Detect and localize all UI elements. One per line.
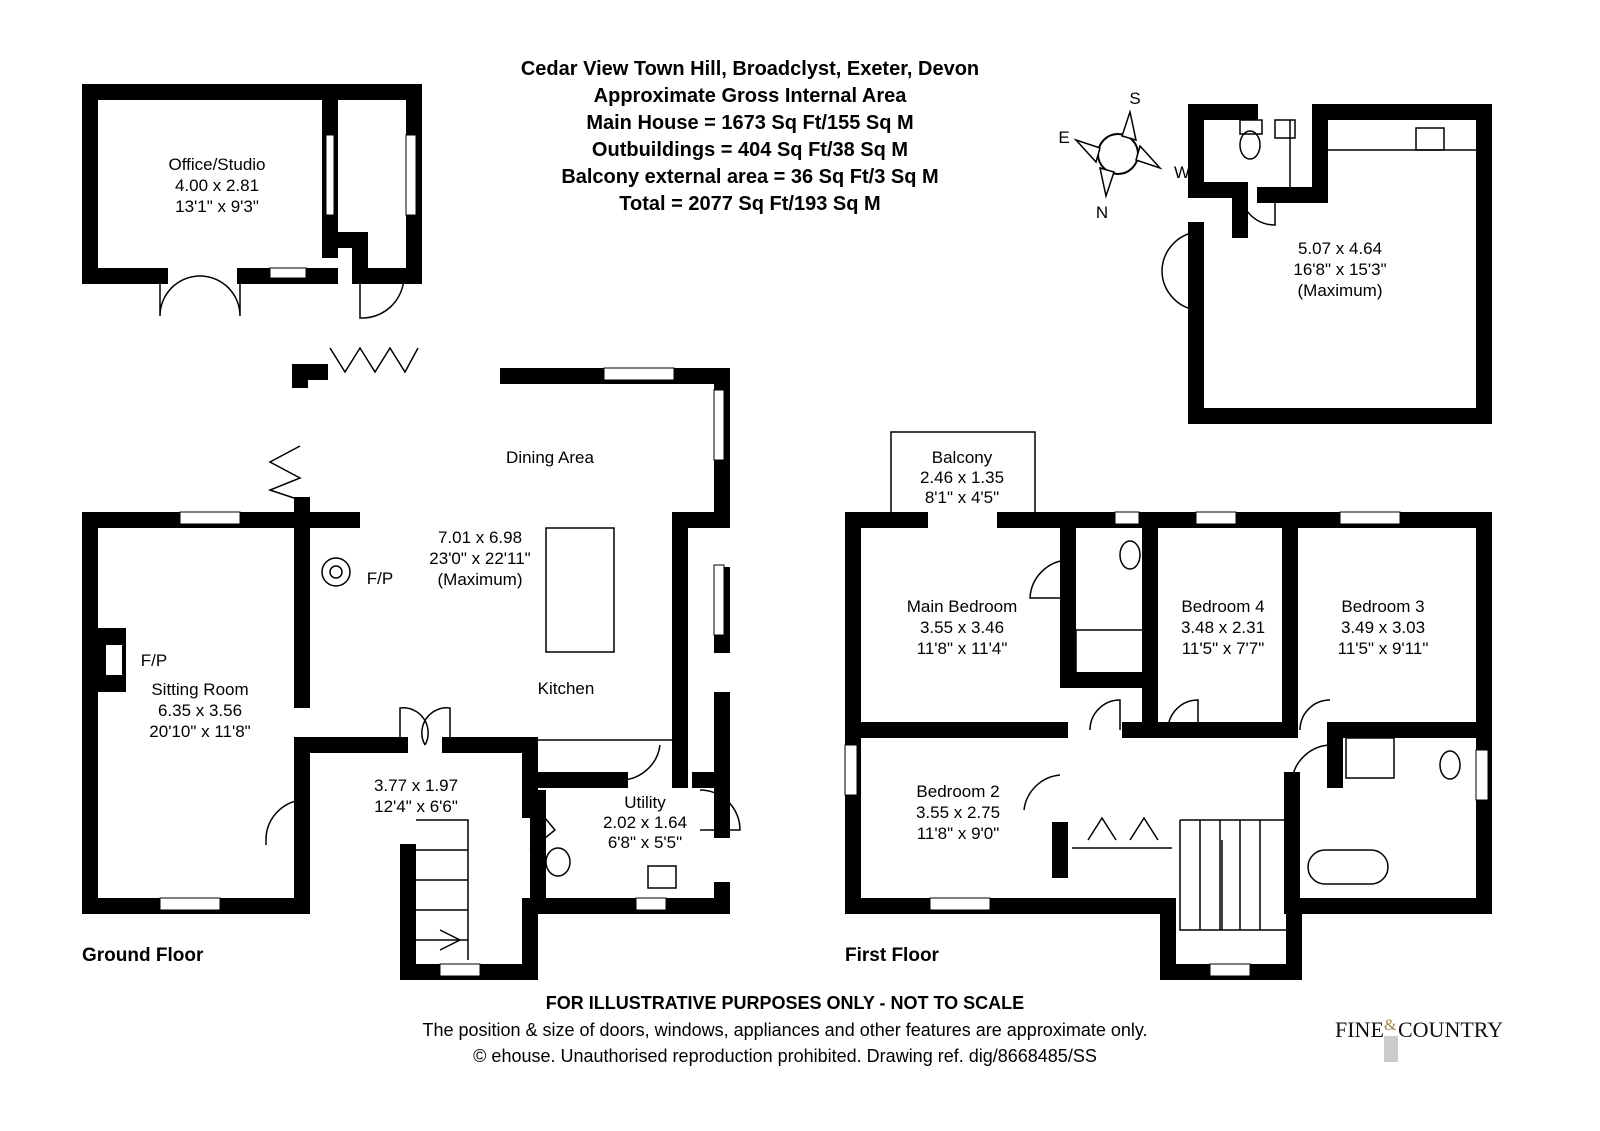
fine-country-logo: FINE & COUNTRY bbox=[1335, 1017, 1503, 1062]
room-dims-imperial: 6'8" x 5'5" bbox=[608, 833, 682, 852]
svg-text:COUNTRY: COUNTRY bbox=[1398, 1017, 1503, 1042]
room-name: Balcony bbox=[932, 448, 993, 467]
room-note: (Maximum) bbox=[438, 570, 523, 589]
ground-floor-plan: Dining Area 7.01 x 6.98 23'0" x 22'11" (… bbox=[82, 346, 741, 980]
area-line: Total = 2077 Sq Ft/193 Sq M bbox=[619, 193, 880, 215]
room-dims-imperial: 11'8" x 11'4" bbox=[917, 639, 1008, 658]
disclaimer-note: The position & size of doors, windows, a… bbox=[422, 1020, 1147, 1040]
room-note: (Maximum) bbox=[1298, 281, 1383, 300]
header: Cedar View Town Hill, Broadclyst, Exeter… bbox=[521, 58, 979, 215]
garden-room-outbuilding: 5.07 x 4.64 16'8" x 15'3" (Maximum) bbox=[1161, 104, 1492, 424]
room-dims-metric: 7.01 x 6.98 bbox=[438, 528, 522, 547]
room-dims-metric: 4.00 x 2.81 bbox=[175, 176, 259, 195]
compass-w: W bbox=[1174, 163, 1190, 182]
room-dims-imperial: 8'1" x 4'5" bbox=[925, 488, 999, 507]
ground-floor-label: Ground Floor bbox=[82, 945, 204, 966]
room-dims-imperial: 20'10" x 11'8" bbox=[149, 722, 250, 741]
compass-s: S bbox=[1129, 89, 1140, 108]
room-name: Dining Area bbox=[506, 448, 594, 467]
room-dims-imperial: 13'1" x 9'3" bbox=[175, 197, 259, 216]
compass-icon: S E W N bbox=[1058, 89, 1190, 222]
room-dims-metric: 3.77 x 1.97 bbox=[374, 776, 458, 795]
office-outbuilding: Office/Studio 4.00 x 2.81 13'1" x 9'3" bbox=[82, 84, 422, 319]
room-name: Sitting Room bbox=[151, 680, 248, 699]
room-dims-metric: 3.48 x 2.31 bbox=[1181, 618, 1265, 637]
fireplace-label: F/P bbox=[367, 569, 393, 588]
room-dims-imperial: 11'5" x 9'11" bbox=[1338, 639, 1429, 658]
room-dims-imperial: 11'8" x 9'0" bbox=[917, 824, 1000, 843]
room-name: Utility bbox=[624, 793, 666, 812]
fireplace-label: F/P bbox=[141, 651, 167, 670]
area-line: Main House = 1673 Sq Ft/155 Sq M bbox=[586, 112, 913, 134]
room-name: Bedroom 3 bbox=[1341, 597, 1424, 616]
room-name: Office/Studio bbox=[168, 155, 265, 174]
area-line: Outbuildings = 404 Sq Ft/38 Sq M bbox=[592, 139, 908, 161]
room-dims-imperial: 11'5" x 7'7" bbox=[1182, 639, 1265, 658]
disclaimer: FOR ILLUSTRATIVE PURPOSES ONLY - NOT TO … bbox=[546, 993, 1024, 1013]
first-floor-label: First Floor bbox=[845, 945, 940, 966]
area-line: Approximate Gross Internal Area bbox=[594, 85, 908, 107]
room-dims-metric: 3.49 x 3.03 bbox=[1341, 618, 1425, 637]
compass-e: E bbox=[1058, 128, 1069, 147]
room-dims-metric: 5.07 x 4.64 bbox=[1298, 239, 1382, 258]
room-name: Kitchen bbox=[538, 679, 595, 698]
room-dims-imperial: 23'0" x 22'11" bbox=[429, 549, 530, 568]
room-dims-metric: 2.46 x 1.35 bbox=[920, 468, 1004, 487]
svg-text:FINE: FINE bbox=[1335, 1017, 1384, 1042]
room-dims-metric: 6.35 x 3.56 bbox=[158, 701, 242, 720]
room-dims-imperial: 16'8" x 15'3" bbox=[1293, 260, 1386, 279]
room-name: Main Bedroom bbox=[907, 597, 1018, 616]
area-line: Balcony external area = 36 Sq Ft/3 Sq M bbox=[561, 166, 938, 188]
compass-n: N bbox=[1096, 203, 1108, 222]
room-dims-metric: 3.55 x 2.75 bbox=[916, 803, 1000, 822]
first-floor-plan: Balcony 2.46 x 1.35 8'1" x 4'5" Main Bed… bbox=[844, 431, 1492, 980]
room-dims-metric: 3.55 x 3.46 bbox=[920, 618, 1004, 637]
copyright: © ehouse. Unauthorised reproduction proh… bbox=[473, 1046, 1097, 1066]
room-name: Bedroom 4 bbox=[1181, 597, 1264, 616]
svg-text:&: & bbox=[1384, 1017, 1397, 1034]
footer: FOR ILLUSTRATIVE PURPOSES ONLY - NOT TO … bbox=[422, 993, 1147, 1066]
room-dims-imperial: 12'4" x 6'6" bbox=[374, 797, 458, 816]
property-title: Cedar View Town Hill, Broadclyst, Exeter… bbox=[521, 58, 979, 80]
room-dims-metric: 2.02 x 1.64 bbox=[603, 813, 687, 832]
room-name: Bedroom 2 bbox=[916, 782, 999, 801]
